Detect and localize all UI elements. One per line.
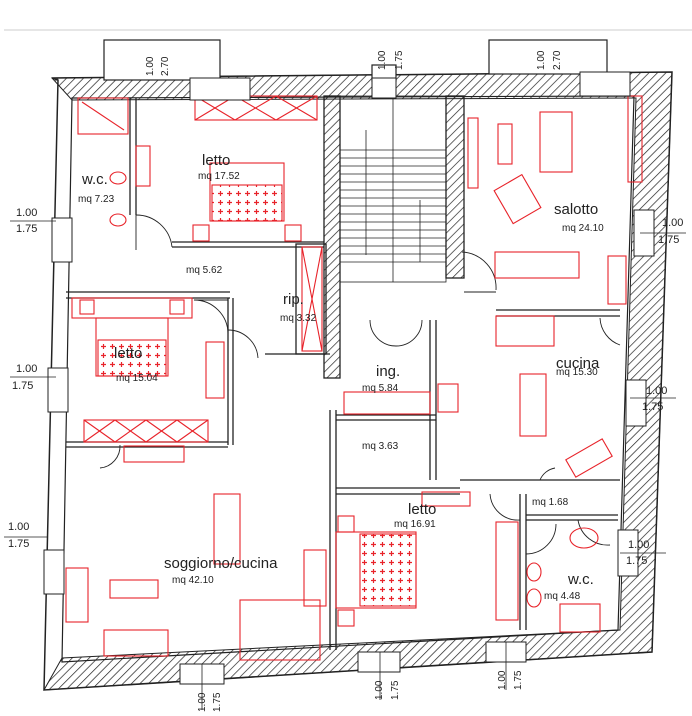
doors [99,214,621,555]
dim-left-2-width: 1.00 [16,363,38,375]
balconies [103,39,608,82]
dim-left-2-height: 1.75 [12,380,34,392]
room-name-wc1: w.c. [82,171,108,188]
dim-top-center-width: 1.00 [377,50,388,70]
dim-bottom-2-height: 1.75 [390,680,401,700]
dim-top-right-width: 1.00 [536,50,547,70]
room-name-soggiorno: soggiorno/cucina [164,555,278,572]
room-area-cucina: mq 15.30 [556,367,598,378]
room-area-salotto: mq 24.10 [562,223,604,234]
staircase [339,95,447,283]
dim-top-left-height: 2.70 [160,56,171,76]
dim-bottom-1-width: 1.00 [197,692,208,712]
dim-top-right-height: 2.70 [552,50,563,70]
room-name-salotto: salotto [554,201,599,218]
room-area-wc1: mq 7.23 [78,194,115,205]
room-name-wc2: w.c. [568,571,594,588]
dim-bottom-3-height: 1.75 [513,670,524,690]
room-area-soggiorno: mq 42.10 [172,575,214,586]
room-area-letto3: mq 16.91 [394,519,436,530]
dim-left-1-height: 1.75 [16,223,38,235]
dim-right-2-width: 1.00 [646,385,668,397]
dim-right-3-height: 1.75 [626,555,648,567]
room-name-cucina: cucina [556,355,600,372]
dim-left-3-width: 1.00 [8,521,30,533]
dim-bottom-2-width: 1.00 [374,680,385,700]
room-name-letto2: letto [114,345,143,362]
room-area-disimpegno2: mq 3.63 [362,441,399,452]
room-area-letto2: mq 15.04 [116,373,158,384]
dim-right-1-height: 1.75 [658,234,680,246]
dim-bottom-3-width: 1.00 [497,670,508,690]
room-area-letto1: mq 17.52 [198,171,240,182]
dim-bottom-1-height: 1.75 [212,692,223,712]
dim-top-center-height: 1.75 [394,50,405,70]
dim-left-3-height: 1.75 [8,538,30,550]
furniture [65,95,643,661]
room-name-letto3: letto [408,501,437,518]
room-name-rip: rip. [283,291,304,308]
room-area-rip: mq 3.32 [280,313,317,324]
room-area-ingresso: mq 5.84 [362,383,399,394]
room-name-letto1: letto [202,152,231,169]
room-area-disimpegno3: mq 1.68 [532,497,569,508]
room-name-ingresso: ing. [376,363,401,380]
dim-left-1-width: 1.00 [16,207,38,219]
room-area-wc2: mq 4.48 [544,591,581,602]
dimension-lines [4,220,686,710]
inner-walls [66,95,620,650]
dim-right-2-height: 1.75 [642,401,664,413]
dim-top-left-width: 1.00 [145,56,156,76]
dim-right-1-width: 1.00 [662,217,684,229]
dim-right-3-width: 1.00 [628,539,650,551]
room-area-disimpegno1: mq 5.62 [186,265,223,276]
